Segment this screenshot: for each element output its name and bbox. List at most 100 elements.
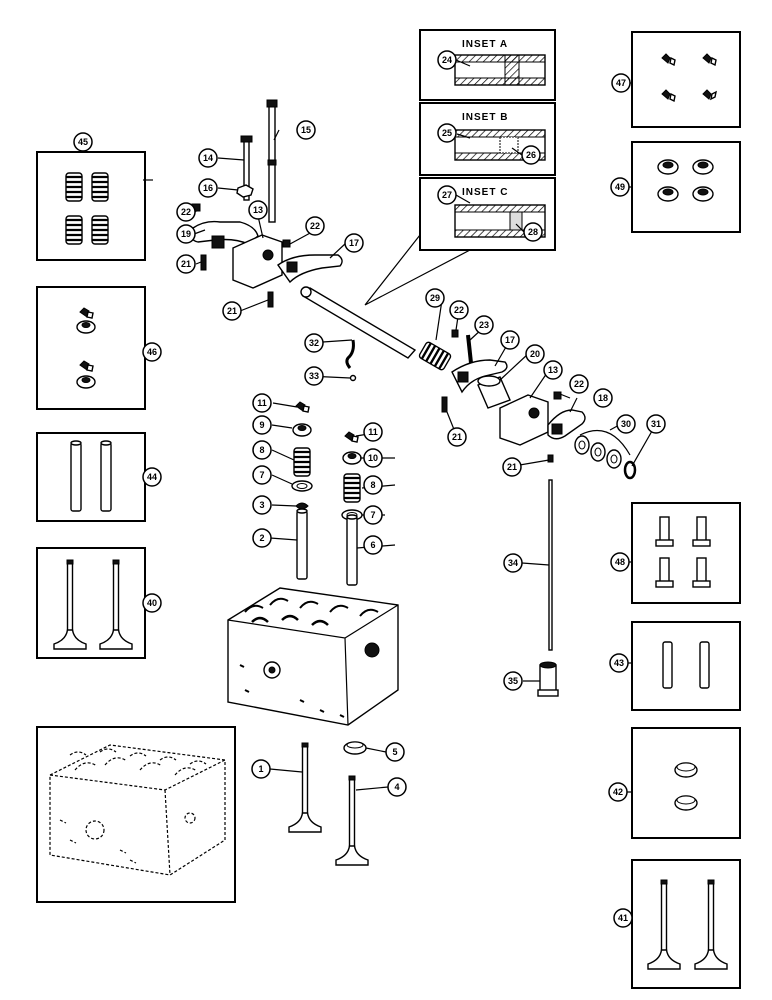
- svg-text:8: 8: [370, 480, 375, 490]
- svg-text:30: 30: [621, 419, 631, 429]
- svg-text:7: 7: [370, 510, 375, 520]
- svg-text:19: 19: [181, 229, 191, 239]
- washers: [574, 429, 631, 469]
- tappet: [537, 661, 559, 697]
- seat-insert: [343, 741, 367, 755]
- panel-49-spring-caps: [631, 141, 741, 233]
- shaft-spring: [418, 341, 452, 371]
- rocker-stud: [266, 99, 278, 223]
- svg-text:10: 10: [368, 453, 378, 463]
- nut: [553, 391, 562, 400]
- svg-text:33: 33: [309, 371, 319, 381]
- valve-spring: [342, 472, 362, 504]
- callout-40: 40: [142, 593, 162, 613]
- panel-48-valve-guides-flanged: [631, 502, 741, 604]
- callout-10: 10: [363, 448, 383, 468]
- svg-text:48: 48: [615, 557, 625, 567]
- panel-42-seat-inserts: [631, 727, 741, 839]
- callout-42: 42: [608, 782, 628, 802]
- callout-8b: 8: [363, 475, 383, 495]
- svg-text:11: 11: [257, 398, 267, 408]
- svg-text:15: 15: [301, 125, 311, 135]
- callout-33: 33: [304, 366, 324, 386]
- callout-32: 32: [304, 333, 324, 353]
- panel-40-valves: [36, 547, 146, 659]
- callout-43: 43: [609, 653, 629, 673]
- svg-text:5: 5: [392, 747, 397, 757]
- svg-text:21: 21: [452, 432, 462, 442]
- valve-guide: [346, 514, 358, 586]
- callout-4: 4: [387, 777, 407, 797]
- callout-2: 2: [252, 528, 272, 548]
- svg-text:47: 47: [616, 78, 626, 88]
- inset-b-title: INSET B: [462, 112, 508, 123]
- callout-9: 9: [252, 415, 272, 435]
- valve-lock: [344, 431, 359, 443]
- callout-41: 41: [613, 908, 633, 928]
- panel-46-locks-and-caps: [36, 286, 146, 410]
- callout-13a: 13: [248, 200, 268, 220]
- svg-text:22: 22: [454, 305, 464, 315]
- callout-47: 47: [611, 73, 631, 93]
- callout-48: 48: [610, 552, 630, 572]
- svg-text:21: 21: [181, 259, 191, 269]
- svg-text:22: 22: [574, 379, 584, 389]
- callout-25: 25: [437, 123, 457, 143]
- svg-text:16: 16: [203, 183, 213, 193]
- rocker-bracket-left: [232, 234, 283, 289]
- svg-text:3: 3: [259, 500, 264, 510]
- svg-text:34: 34: [508, 558, 518, 568]
- svg-text:17: 17: [505, 335, 515, 345]
- svg-text:11: 11: [368, 427, 378, 437]
- svg-text:35: 35: [508, 676, 518, 686]
- callout-19: 19: [176, 224, 196, 244]
- spacer: [477, 375, 511, 409]
- callout-3: 3: [252, 495, 272, 515]
- callout-31: 31: [646, 414, 666, 434]
- callout-49: 49: [610, 177, 630, 197]
- callout-7b: 7: [363, 505, 383, 525]
- callout-21c: 21: [447, 427, 467, 447]
- callout-23: 23: [474, 315, 494, 335]
- callout-22a: 22: [176, 202, 196, 222]
- cylinder-head: [227, 587, 399, 726]
- callout-29: 29: [425, 288, 445, 308]
- svg-text:1: 1: [258, 764, 263, 774]
- svg-text:49: 49: [615, 182, 625, 192]
- rocker-arm-17: [277, 254, 343, 284]
- panel-44-valve-guides: [36, 432, 146, 522]
- inset-a-title: INSET A: [462, 39, 508, 50]
- bolt: [240, 135, 253, 201]
- inset-c-title: INSET C: [462, 187, 508, 198]
- callout-24: 24: [437, 50, 457, 70]
- svg-text:24: 24: [442, 55, 452, 65]
- oil-tube: [345, 339, 355, 369]
- callout-17a: 17: [344, 233, 364, 253]
- callout-11b: 11: [363, 422, 383, 442]
- svg-text:40: 40: [147, 598, 157, 608]
- rocker-arm-18: [547, 409, 586, 440]
- callout-34: 34: [503, 553, 523, 573]
- svg-text:45: 45: [78, 137, 88, 147]
- callout-11a: 11: [252, 393, 272, 413]
- svg-text:9: 9: [259, 420, 264, 430]
- callout-6: 6: [363, 535, 383, 555]
- callout-8a: 8: [252, 440, 272, 460]
- callout-18: 18: [593, 388, 613, 408]
- push-rod: [548, 479, 553, 651]
- callout-21b: 21: [222, 301, 242, 321]
- callout-26: 26: [521, 145, 541, 165]
- svg-text:27: 27: [442, 190, 452, 200]
- callout-1: 1: [251, 759, 271, 779]
- callout-27: 27: [437, 185, 457, 205]
- svg-text:23: 23: [479, 320, 489, 330]
- intake-valve: [288, 742, 322, 833]
- cylinder-head-outline-panel: [36, 726, 236, 903]
- callout-30: 30: [616, 414, 636, 434]
- callout-15: 15: [296, 120, 316, 140]
- rocker-shaft: [300, 286, 417, 359]
- adjusting-screw: [466, 334, 473, 364]
- adjusting-screw: [267, 291, 274, 308]
- callout-44: 44: [142, 467, 162, 487]
